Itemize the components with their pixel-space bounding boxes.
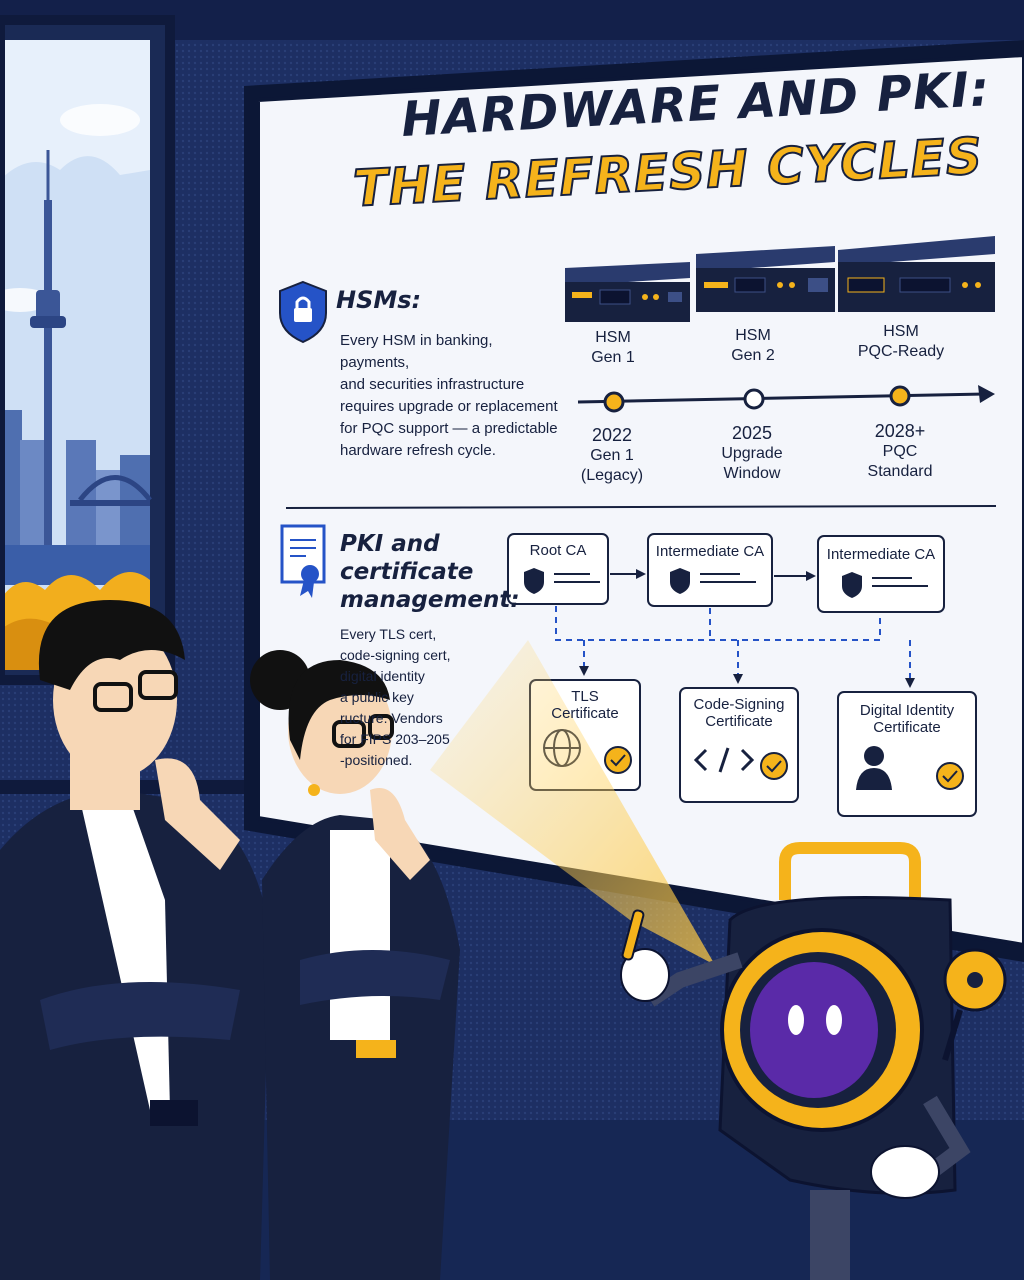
hsm-device-label: HSM PQC-Ready — [857, 323, 945, 360]
ca-box-root — [507, 533, 609, 605]
woman-figure — [250, 650, 460, 1280]
pki-section-heading: PKI and certificate management: — [340, 531, 520, 613]
person-icon — [856, 746, 892, 790]
timeline-marker-2028 — [889, 385, 911, 407]
timeline-marker-2025 — [743, 388, 765, 410]
hsm-device-label: HSM Gen 1 — [591, 329, 635, 366]
light-beam — [430, 640, 715, 965]
timeline-label: 2025 Upgrade Window — [721, 423, 783, 482]
shield-lock-icon — [279, 280, 327, 344]
timeline-label: 2022 Gen 1 (Legacy) — [580, 425, 644, 484]
ca-box-intermediate-2 — [817, 535, 945, 613]
robot-mascot — [620, 842, 1007, 1280]
hsm-device-pqc — [838, 236, 995, 312]
gold-seal-icons — [604, 746, 964, 790]
ca-label-intermediate: Intermediate CA — [826, 546, 936, 563]
hsm-device-label: HSM Gen 2 — [731, 327, 775, 364]
ca-box-intermediate-1 — [647, 533, 773, 607]
ca-label-root: Root CA — [529, 542, 587, 559]
timeline-axis — [577, 385, 995, 413]
cert-label-tls: TLS Certificate — [551, 688, 619, 722]
hsm-section-body: Every HSM in banking, payments, and secu… — [340, 332, 558, 459]
hsm-device-gen1 — [565, 262, 690, 322]
code-icon — [693, 747, 755, 773]
man-figure — [0, 600, 270, 1280]
ca-chain-arrows — [555, 569, 915, 688]
timeline-marker-2022 — [603, 391, 625, 413]
hsm-device-gen2 — [696, 246, 835, 312]
window — [0, 15, 175, 685]
ca-label-intermediate: Intermediate CA — [655, 543, 765, 560]
section-divider — [285, 505, 997, 509]
hsm-section-heading: HSMs: — [336, 286, 422, 314]
certificate-document-icon — [280, 524, 326, 598]
pki-section-body: Every TLS cert, code-signing cert, digit… — [340, 626, 451, 768]
cert-label-digital-identity: Digital Identity Certificate — [859, 702, 955, 736]
cert-label-code-signing: Code-Signing Certificate — [693, 696, 785, 730]
timeline-label: 2028+ PQC Standard — [867, 421, 933, 480]
